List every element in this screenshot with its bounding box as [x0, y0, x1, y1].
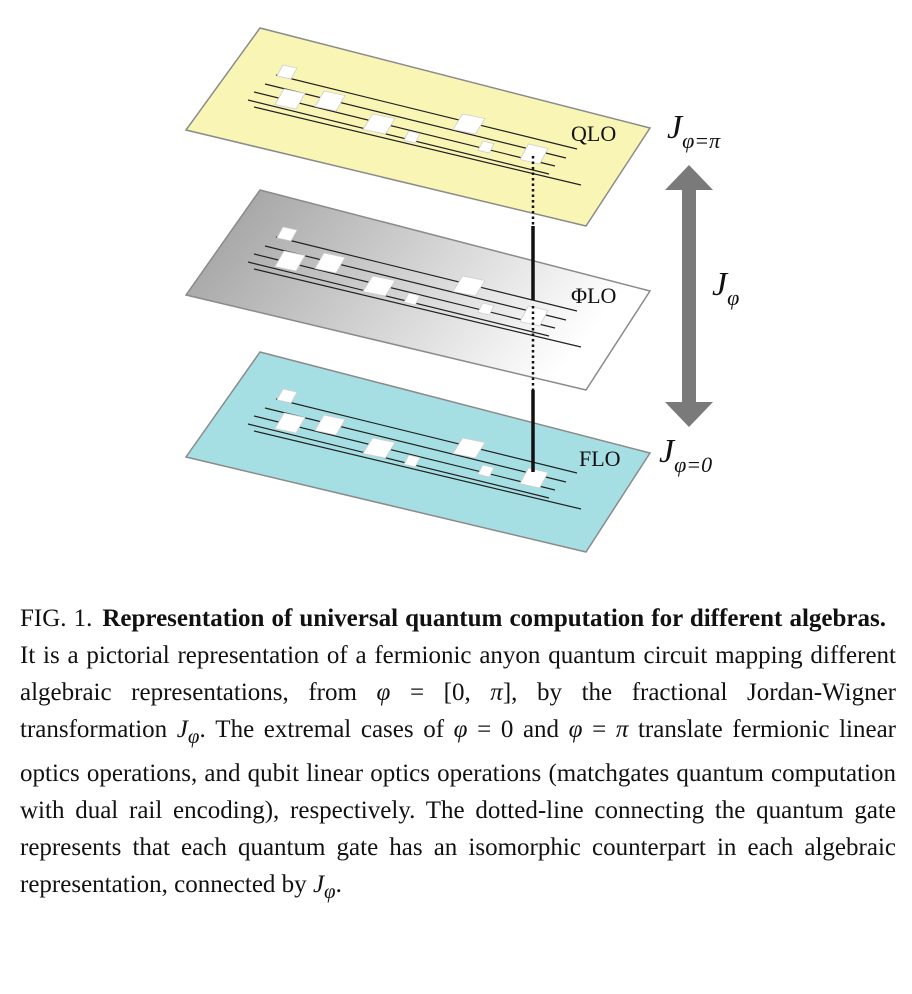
quantum-gate	[477, 464, 495, 478]
quantum-gate	[276, 226, 298, 242]
caption-math-symbol: φ	[324, 879, 336, 903]
j-label-top: Jφ=π	[667, 109, 721, 153]
circuit-wire	[247, 261, 550, 337]
quantum-gate	[403, 292, 421, 306]
quantum-gate	[276, 64, 298, 80]
quantum-gate	[314, 414, 346, 436]
caption-math-symbol: J	[312, 871, 325, 898]
circuit-wire	[253, 268, 582, 348]
caption-math-symbol: φ	[187, 724, 200, 748]
circuit-wire	[247, 423, 550, 499]
quantum-gate	[274, 250, 306, 272]
quantum-gate	[477, 140, 495, 154]
circuit-wire	[264, 245, 567, 321]
caption-math-symbol: φ	[453, 716, 468, 743]
caption-text-run: .	[335, 871, 342, 898]
caption-paragraph: FIG. 1. Representation of universal quant…	[20, 600, 896, 910]
gates-philo	[247, 226, 582, 348]
figure-caption: FIG. 1. Representation of universal quant…	[20, 600, 896, 910]
gates-flo	[247, 388, 582, 510]
quantum-gate	[519, 467, 549, 489]
quantum-gate	[477, 302, 495, 316]
plane-label-flo: FLO	[579, 446, 621, 471]
caption-text-run: = 0 and	[467, 716, 569, 743]
circuit-wire	[264, 407, 567, 483]
quantum-gate	[452, 275, 486, 297]
quantum-gate	[274, 412, 306, 434]
quantum-gate	[403, 454, 421, 468]
quantum-gate	[362, 437, 396, 459]
quantum-gate	[362, 275, 396, 297]
caption-math-symbol: φ	[376, 679, 391, 706]
quantum-gate	[362, 113, 396, 135]
quantum-gate	[276, 388, 298, 404]
circuit-wire	[253, 430, 582, 510]
plane-label-qlo: QLO	[571, 121, 616, 146]
circuit-wire	[253, 91, 556, 167]
caption-body: It is a pictorial representation of a fe…	[20, 642, 896, 903]
plane-flo	[184, 351, 652, 553]
quantum-gate	[452, 437, 486, 459]
caption-text-run: . The extremal cases of	[199, 716, 454, 743]
anyon-circuit-diagram: QLO ΦLO FLO Jφ=π Jφ Jφ=0	[184, 27, 739, 553]
circuit-wire	[253, 253, 556, 329]
quantum-gate	[519, 143, 549, 165]
quantum-gate	[314, 90, 346, 112]
gates-qlo	[247, 64, 582, 186]
caption-figure-number: FIG. 1.	[20, 605, 93, 632]
caption-text-run: =	[582, 716, 616, 743]
quantum-gate	[519, 305, 549, 327]
caption-math-symbol: φ	[568, 716, 583, 743]
circuit-wire	[253, 106, 582, 186]
j-label-bottom: Jφ=0	[659, 433, 712, 477]
circuit-wire	[253, 415, 556, 491]
plane-label-philo: ΦLO	[571, 283, 616, 308]
caption-math-symbol: π	[615, 716, 629, 743]
caption-title: Representation of universal quantum comp…	[102, 605, 886, 632]
double-arrow-icon	[665, 165, 713, 427]
caption-math-symbol: J	[176, 716, 188, 743]
circuit-wire	[264, 83, 567, 159]
caption-text-run: ], by the fractional Jordan-Wigner trans…	[20, 679, 896, 743]
caption-text-run: translate fermionic linear optics operat…	[20, 716, 896, 898]
caption-text-run: It is a pictorial representation of a fe…	[20, 642, 896, 706]
j-label-middle: Jφ	[712, 266, 739, 310]
caption-math-symbol: π	[490, 679, 503, 706]
plane-qlo	[184, 27, 652, 227]
circuit-wire	[275, 236, 578, 312]
circuit-wire	[247, 99, 550, 175]
circuit-wire	[275, 74, 578, 150]
quantum-gate	[452, 113, 486, 135]
quantum-gate	[274, 88, 306, 110]
circuit-wire	[275, 398, 578, 474]
quantum-gate	[314, 252, 346, 274]
quantum-gate	[403, 130, 421, 144]
caption-text-run: = [0,	[390, 679, 491, 706]
